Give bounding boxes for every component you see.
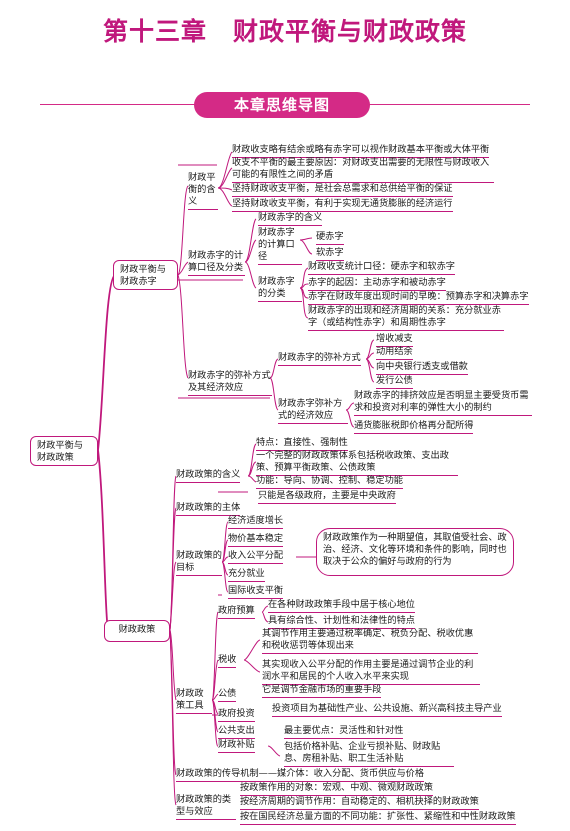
makeup-effect-label: 财政赤字弥补方式的经济效应: [278, 398, 348, 424]
tool-invest: 政府投资: [218, 708, 255, 722]
deficit-caliber-soft: 软赤字: [316, 247, 344, 261]
policy-transmission: 财政政策的传导机制——媒介体：收入分配、货币供应与价格: [176, 768, 425, 782]
mindmap-banner: 本章思维导图: [194, 92, 370, 118]
section-balance-meaning: 财政平衡的含义: [188, 172, 218, 210]
deficit-class-2: 赤字的起因：主动赤字和被动赤字: [308, 277, 446, 291]
policy-meaning-3: 功能：导向、协调、控制、稳定功能: [256, 475, 403, 489]
balance-item-1: 财政收支略有结余或略有赤字可以视作财政基本平衡或大体平衡: [232, 144, 490, 158]
balance-item-3: 坚持财政收支平衡，是社会总需求和总供给平衡的保证: [232, 183, 453, 197]
root-label: 财政平衡与财政政策: [37, 440, 83, 463]
tool-budget-2: 具有综合性、计划性和法律性的特点: [268, 615, 415, 629]
deficit-meaning: 财政赤字的含义: [258, 212, 323, 226]
deficit-caliber: 财政赤字的计算口径: [258, 227, 302, 265]
chapter-title: 第十三章 财政平衡与财政政策: [102, 17, 467, 46]
tool-tax-2: 其实现收入公平分配的作用主要是通过调节企业的利润水平和居民的个人收入水平来实现: [262, 659, 480, 685]
policy-types-label: 财政政策的类型与效应: [176, 794, 236, 820]
policy-type-3: 按在国民经济总量方面的不同功能：扩张性、紧缩性和中性财政政策: [240, 811, 516, 825]
goal-growth: 经济适度增长: [228, 515, 284, 529]
tool-spend: 公共支出: [218, 725, 255, 739]
goal-full-employment: 充分就业: [228, 568, 265, 582]
tool-tax: 税收: [218, 654, 237, 668]
section-deficit-caliber: 财政赤字的计算口径及分类: [188, 250, 245, 276]
tool-tax-1: 其调节作用主要通过税率确定、税负分配、税收优惠和税收惩罚等体现出来: [262, 628, 478, 654]
tool-budget-1: 在各种财政政策手段中居于核心地位: [268, 599, 415, 613]
goals-note: 财政政策作为一种期望值，其取值受社会、政治、经济、文化等环境和条件的影响，同时也…: [316, 528, 514, 576]
deficit-class-4: 财政赤字的出现和经济周期的关系：充分就业赤字（或结构性赤字）和周期性赤字: [308, 305, 504, 331]
makeup-effect-1: 财政赤字的排挤效应是否明显主要受货币需求和投资对利率的弹性大小的制约: [354, 390, 532, 416]
tool-invest-text: 投资项目为基础性产业、公共设施、新兴高科技主导产业: [272, 703, 502, 717]
root-node: 财政平衡与财政政策: [30, 436, 98, 466]
policy-tools-label: 财政政策工具: [176, 688, 212, 714]
makeup-way-4: 发行公债: [376, 375, 413, 389]
policy-meaning-2: 一个完整的财政政策体系包括税收政策、支出政策、预算平衡政策、公债政策: [256, 450, 458, 476]
goal-fair-distribution: 收入公平分配: [228, 550, 284, 564]
balance-item-2: 收支不平衡的最主要原因：对财政支出需要的无限性与财政收入可能的有限性之间的矛盾: [232, 157, 494, 183]
policy-meaning-label: 财政政策的含义: [176, 469, 241, 483]
branch-fiscal-policy: 财政政策: [104, 620, 170, 642]
branch-fiscal-balance-label: 财政平衡与财政赤字: [120, 264, 166, 287]
tool-debt-text: 它是调节金融市场的重要手段: [262, 684, 382, 698]
makeup-way-2: 动用结余: [376, 346, 413, 360]
branch-fiscal-policy-label: 财政政策: [118, 624, 156, 635]
policy-type-2: 按经济周期的调节作用：自动稳定的、相机抉择的财政政策: [240, 796, 479, 810]
policy-type-1: 按政策作用的对象：宏观、中观、微观财政政策: [240, 782, 433, 796]
branch-fiscal-balance: 财政平衡与财政赤字: [113, 260, 178, 290]
goal-balance-of-payments: 国际收支平衡: [228, 585, 284, 599]
policy-subject-text: 只能是各级政府，主要是中央政府: [258, 490, 396, 504]
goal-price-stability: 物价基本稳定: [228, 533, 284, 547]
section-deficit-makeup: 财政赤字的弥补方式及其经济效应: [188, 370, 272, 396]
makeup-way-3: 向中央银行透支或借款: [376, 361, 468, 375]
policy-subject-label: 财政政策的主体: [176, 502, 241, 516]
deficit-class-3: 赤字在财政年度出现时间的早晚：预算赤字和决算赤字: [308, 291, 529, 305]
makeup-way-1: 增收减支: [376, 333, 413, 347]
makeup-effect-2: 通货膨胀税即价格再分配所得: [354, 420, 474, 434]
deficit-caliber-hard: 硬赤字: [316, 231, 344, 245]
tool-subsidy-text: 包括价格补贴、企业亏损补贴、财政贴息、房租补贴、职工生活补贴: [284, 741, 454, 767]
balance-item-4: 坚持财政收支平衡，有利于实现无通货膨胀的经济运行: [232, 198, 453, 212]
deficit-class: 财政赤字的分类: [258, 276, 302, 302]
goals-note-text: 财政政策作为一种期望值，其取值受社会、政治、经济、文化等环境和条件的影响，同时也…: [323, 532, 507, 567]
makeup-ways-label: 财政赤字的弥补方式: [278, 352, 361, 366]
tool-budget: 政府预算: [218, 605, 255, 619]
tool-debt: 公债: [218, 688, 237, 702]
tool-spend-text: 最主要优点：灵活性和针对性: [284, 725, 404, 739]
tool-subsidy: 财政补贴: [218, 739, 255, 753]
policy-goals-label: 财政政策的目标: [176, 550, 222, 576]
deficit-class-1: 财政收支统计口径：硬赤字和软赤字: [308, 261, 455, 275]
policy-meaning-1: 特点：直接性、强制性: [256, 437, 348, 451]
